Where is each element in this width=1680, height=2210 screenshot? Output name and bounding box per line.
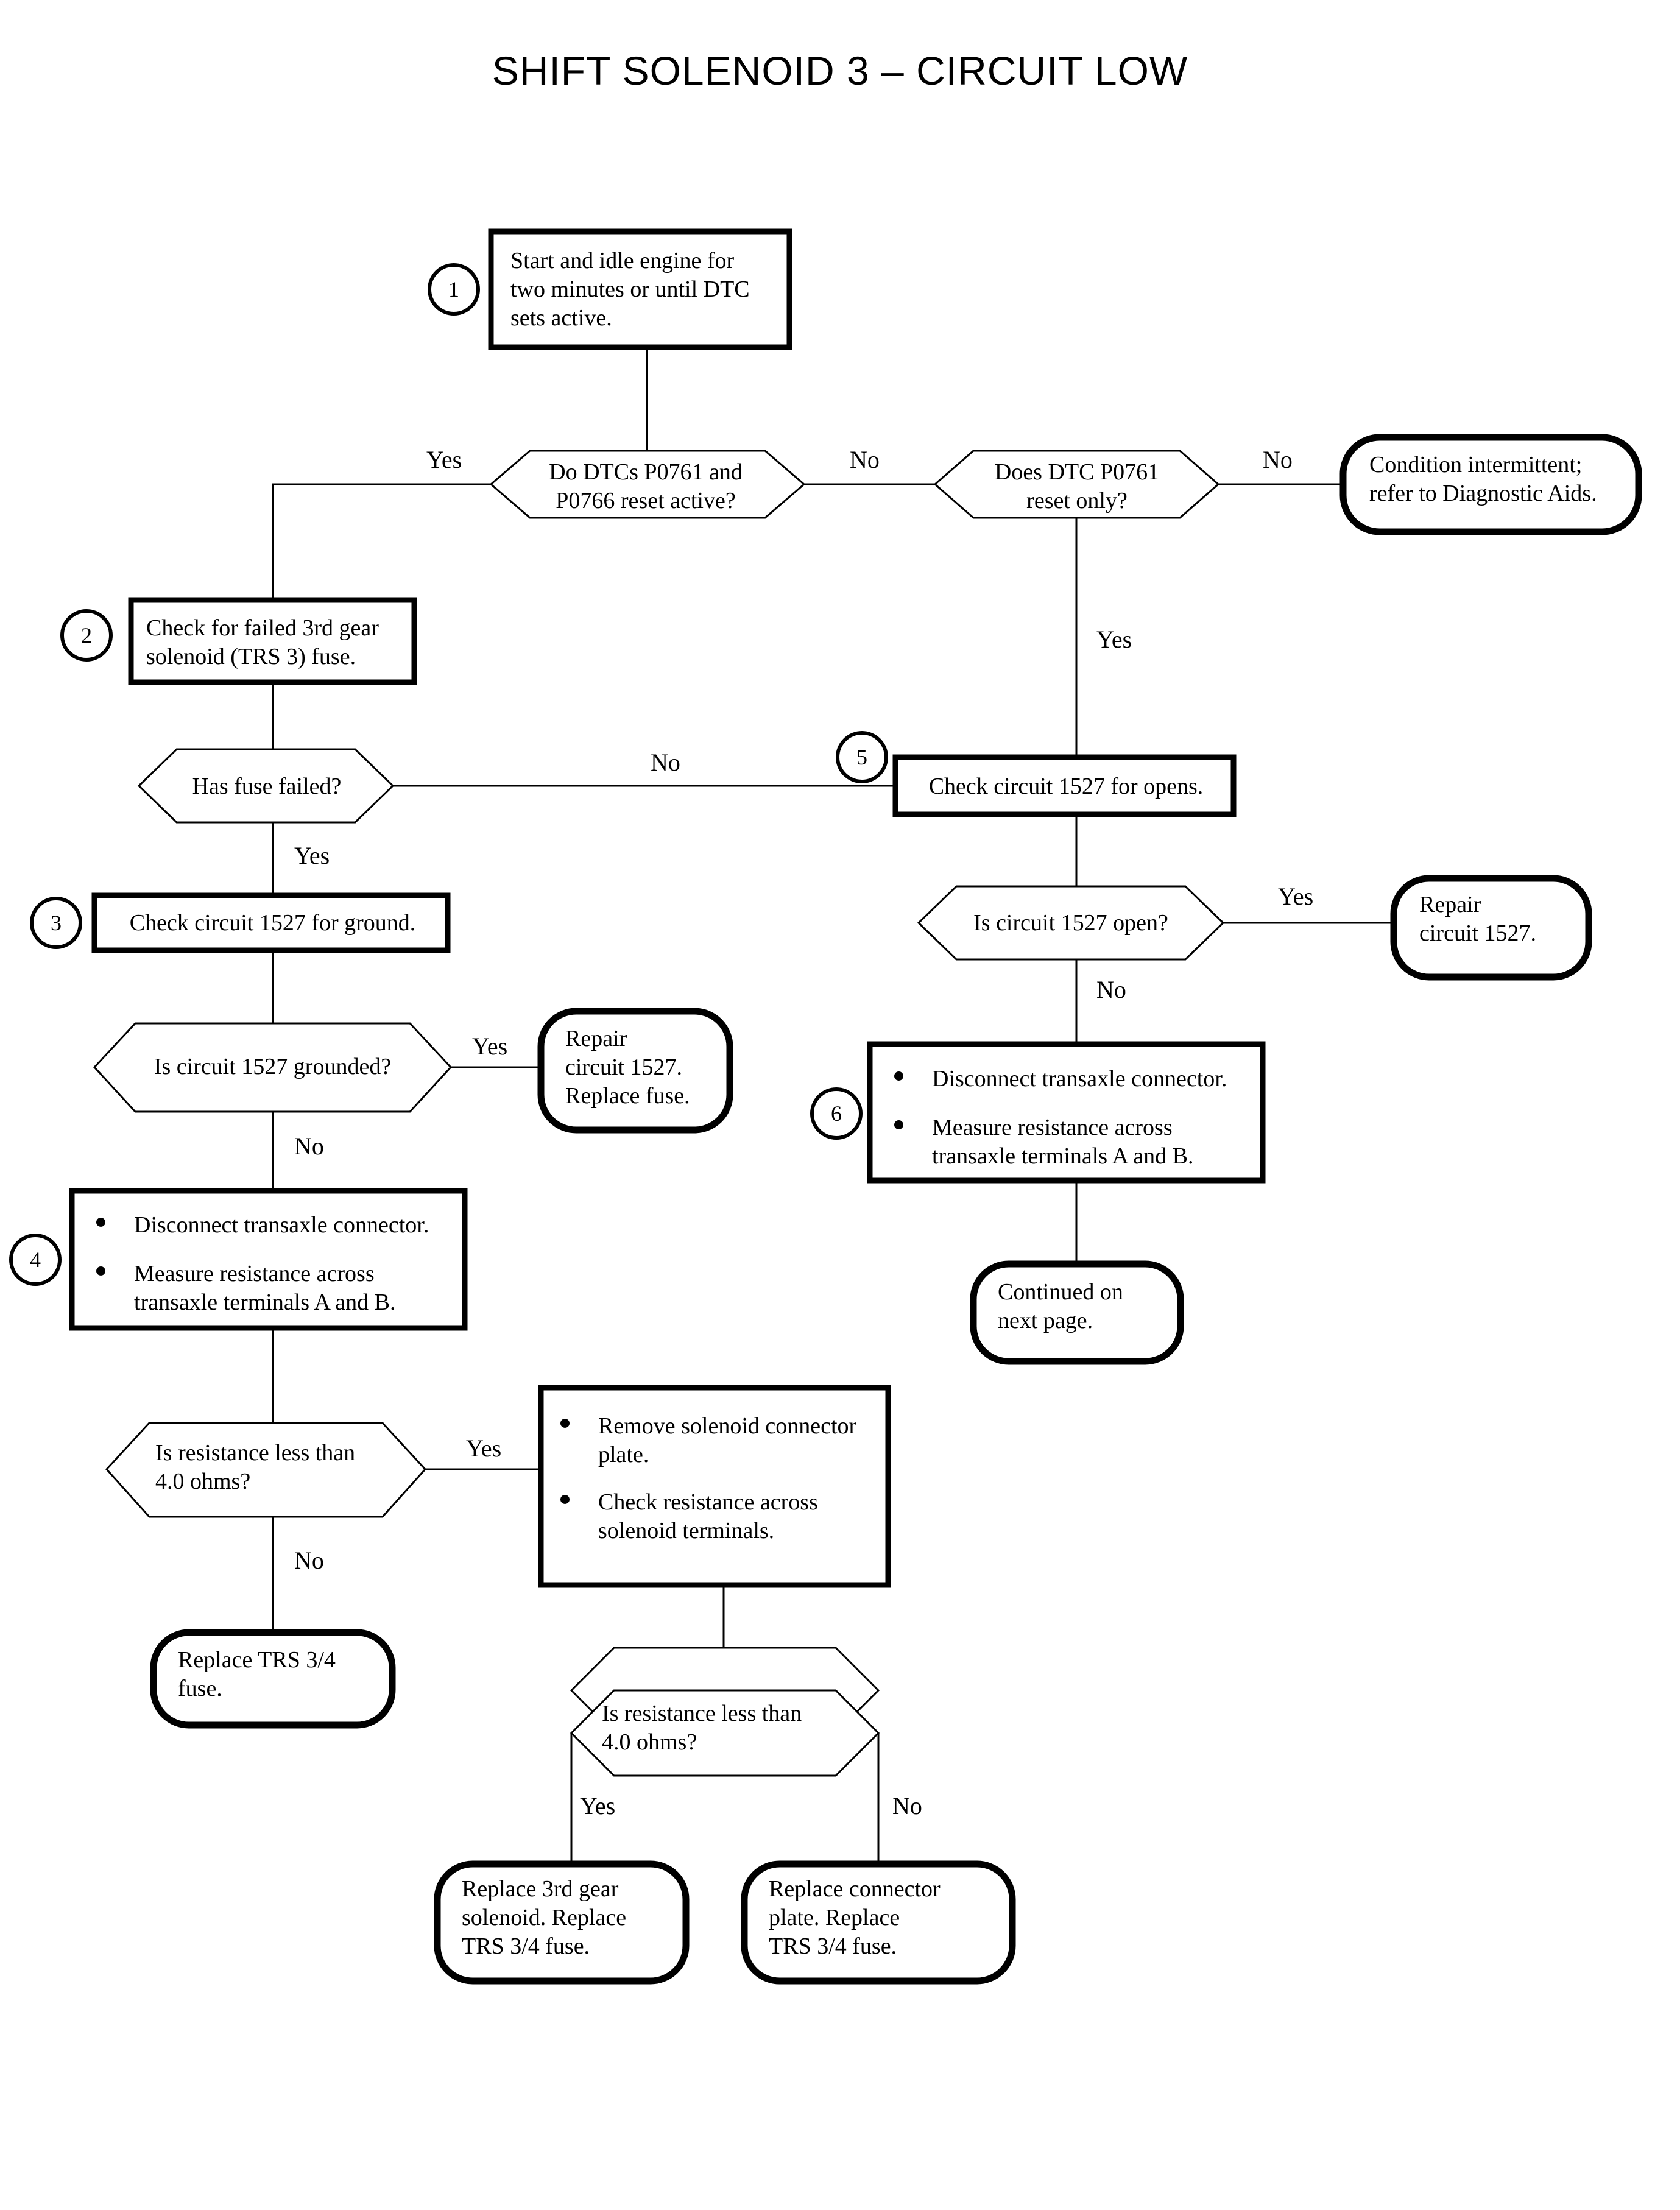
step-number-4: 4 (30, 1248, 41, 1272)
node-n1-label: Start and idle engine for two minutes or… (510, 248, 750, 331)
branch-label-d7-yes: Yes (580, 1792, 616, 1820)
node-n2-label: Check for failed 3rd gear solenoid (TRS … (146, 615, 379, 670)
node-d7-shape-outline (570, 1689, 880, 1777)
decision-shapes (93, 450, 1225, 1777)
node-d4-shape (917, 885, 1225, 961)
node-d4-label: Is circuit 1527 open? (973, 910, 1168, 936)
node-t2-label: Repair circuit 1527. (1419, 892, 1537, 947)
branch-label-d2-no: No (1263, 446, 1293, 473)
step-circle-6 (810, 1087, 863, 1140)
node-n3-label: Check circuit 1527 for ground. (129, 910, 416, 936)
node-n7-bullet-2: Check resistance across solenoid termina… (560, 1488, 883, 1545)
node-t7-label: Replace connector plate. Replace TRS 3/4… (769, 1876, 941, 1960)
bullet-icon (96, 1266, 105, 1276)
bullet-icon (96, 1218, 105, 1227)
branch-label-d4-no: No (1096, 976, 1126, 1003)
branch-label-d1-no: No (850, 446, 880, 473)
node-n5-label: Check circuit 1527 for opens. (928, 774, 1204, 799)
node-n4-bullet-2: Measure resistance across transaxle term… (96, 1260, 456, 1317)
step-number-6: 6 (831, 1101, 842, 1126)
step-circle-2 (60, 609, 113, 662)
node-n4-bullet-1: Disconnect transaxle connector. (96, 1211, 456, 1240)
node-t4-label: Continued on next page. (998, 1279, 1123, 1334)
node-t7-box (741, 1860, 1016, 1985)
node-n4-box (69, 1188, 468, 1331)
node-n3-box (91, 892, 451, 953)
step-circle-3 (30, 897, 82, 949)
bullet-icon (560, 1419, 570, 1428)
node-t1-label: Condition intermittent; refer to Diagnos… (1369, 452, 1597, 507)
node-n1-box (488, 228, 792, 350)
branch-label-d4-yes: Yes (1278, 883, 1314, 910)
node-t6-label: Replace 3rd gear solenoid. Replace TRS 3… (462, 1876, 627, 1960)
step-number-circles (9, 263, 888, 1286)
branch-label-d7-no: No (892, 1792, 922, 1820)
node-n6-bullet-2: Measure resistance across transaxle term… (894, 1114, 1254, 1171)
node-d5-label: Is circuit 1527 grounded? (154, 1054, 392, 1079)
branch-label-d2-yes: Yes (1096, 626, 1132, 653)
step-number-1: 1 (448, 277, 459, 302)
step-number-2: 2 (81, 623, 92, 648)
bullet-icon (894, 1120, 903, 1130)
node-d6-label: Is resistance less than 4.0 ohms? (155, 1440, 356, 1495)
node-t5-box (150, 1629, 396, 1729)
node-d5-shape (93, 1022, 453, 1113)
branch-label-d6-yes: Yes (466, 1435, 502, 1462)
node-d7-label: Is resistance less than 4.0 ohms? (602, 1701, 802, 1756)
node-t5-label: Replace TRS 3/4 fuse. (178, 1647, 336, 1702)
node-d2-label: Does DTC P0761 reset only? (994, 459, 1160, 514)
node-d6-shape (105, 1422, 427, 1518)
branch-label-d3-yes: Yes (294, 842, 330, 869)
step-circle-4 (9, 1234, 62, 1286)
node-d3-label: Has fuse failed? (192, 774, 342, 799)
node-n7-box (538, 1385, 891, 1588)
node-d1-label: Do DTCs P0761 and P0766 reset active? (549, 459, 743, 514)
branch-label-d1-yes: Yes (426, 446, 462, 473)
connector-lines (272, 347, 1394, 1864)
edge-d1-n2-yes (272, 483, 491, 600)
node-t2-box (1390, 875, 1592, 981)
page-title: SHIFT SOLENOID 3 – CIRCUIT LOW (492, 48, 1188, 93)
node-n6-box (867, 1041, 1266, 1184)
branch-label-d6-no: No (294, 1547, 324, 1574)
bullet-icon (894, 1071, 903, 1081)
node-n2-box (128, 597, 417, 685)
node-n5-box (892, 754, 1237, 817)
branch-label-d5-yes: Yes (472, 1033, 508, 1060)
branch-label-d5-no: No (294, 1132, 324, 1160)
step-circle-5 (836, 731, 888, 783)
step-number-5: 5 (856, 745, 867, 769)
node-t3-box (537, 1008, 733, 1134)
branch-label-d3-no: No (651, 749, 680, 776)
process-boxes (69, 228, 1266, 1588)
node-d1-shape (489, 450, 806, 519)
node-t1-box (1339, 434, 1642, 535)
bullet-icon (560, 1495, 570, 1505)
step-number-3: 3 (51, 911, 62, 935)
step-circle-1 (428, 263, 480, 316)
node-t4-box (970, 1260, 1184, 1365)
node-d2-shape (933, 450, 1220, 519)
node-n7-bullet-1: Remove solenoid connector plate. (560, 1412, 883, 1469)
node-d3-shape (137, 748, 395, 824)
node-t3-label: Repair circuit 1527. Replace fuse. (565, 1026, 690, 1109)
node-n6-bullet-1: Disconnect transaxle connector. (894, 1065, 1254, 1093)
terminal-shapes (150, 434, 1642, 1985)
node-t6-box (434, 1860, 690, 1985)
